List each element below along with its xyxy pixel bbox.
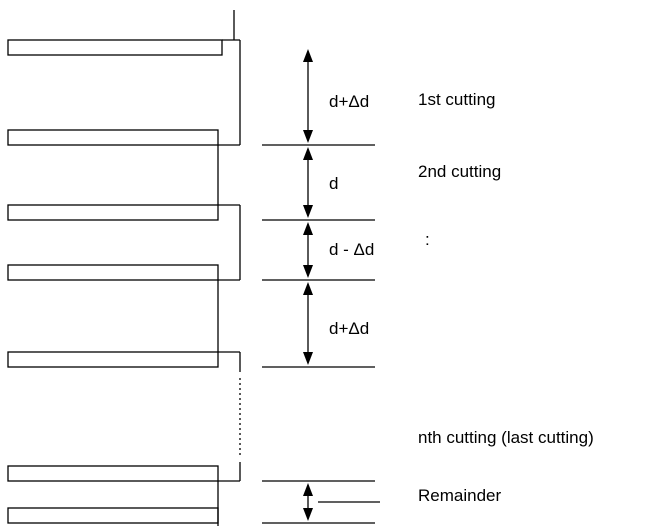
- dimension-arrow-2: [303, 147, 313, 218]
- dimension-arrow-1: [303, 49, 313, 143]
- dimension-arrow-4: [303, 282, 313, 365]
- dimension-arrow-3: [303, 222, 313, 278]
- dimension-label-4: d+Δd: [329, 319, 369, 338]
- step-label-continuation: :: [425, 230, 430, 249]
- dimension-label-3: d - Δd: [329, 240, 374, 259]
- tool-bar-2: [7, 129, 219, 146]
- tool-bars: [7, 39, 223, 524]
- dimension-arrows: [303, 49, 313, 521]
- tool-bar-3: [7, 204, 219, 221]
- step-label-first-cutting: 1st cutting: [418, 90, 496, 109]
- tool-bar-4: [7, 264, 219, 281]
- workpiece-profile: [217, 10, 241, 526]
- step-label-second-cutting: 2nd cutting: [418, 162, 501, 181]
- dimension-label-2: d: [329, 174, 338, 193]
- tool-bar-6: [7, 465, 219, 482]
- dimension-arrow-remainder: [303, 483, 313, 521]
- tool-bar-7: [7, 507, 219, 524]
- reference-lines: [262, 144, 380, 524]
- tool-bar-5: [7, 351, 219, 368]
- tool-bar-1: [7, 39, 223, 56]
- step-label-remainder: Remainder: [418, 486, 501, 505]
- step-label-last-cutting: nth cutting (last cutting): [418, 428, 594, 447]
- dimension-label-1: d+Δd: [329, 92, 369, 111]
